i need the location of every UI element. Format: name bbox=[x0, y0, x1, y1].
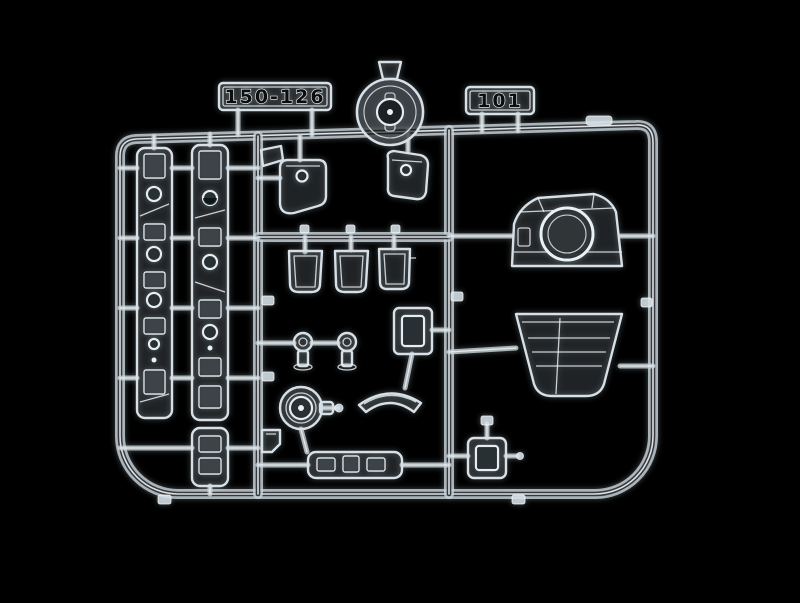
gate-connectors bbox=[120, 110, 653, 494]
small-frame-part bbox=[466, 436, 508, 480]
visor-part bbox=[357, 392, 423, 414]
gate-nubs bbox=[157, 115, 653, 505]
bracket-part-right bbox=[386, 149, 430, 201]
cup-part-2 bbox=[333, 249, 370, 294]
window-strip-1 bbox=[135, 146, 174, 420]
wheel-part bbox=[278, 385, 335, 431]
cup-part-3 bbox=[377, 247, 416, 291]
bottom-strip-part bbox=[306, 450, 404, 480]
mushroom-post-1 bbox=[292, 331, 314, 371]
cup-part-1 bbox=[287, 249, 324, 294]
l-bracket-part bbox=[260, 428, 282, 454]
windshield-part bbox=[514, 312, 624, 398]
hatch-wheel-part bbox=[355, 60, 425, 147]
bracket-part-left bbox=[259, 144, 328, 215]
dome-cupola-part bbox=[510, 192, 624, 268]
mushroom-post-2 bbox=[336, 331, 358, 371]
mold-number-text: 150-126 bbox=[224, 86, 325, 108]
mold-number-plate: 150-126 bbox=[217, 81, 333, 112]
square-frame-part bbox=[392, 306, 434, 356]
window-strip-2 bbox=[190, 143, 230, 422]
window-strip-3 bbox=[190, 426, 230, 488]
sprue-number-text: 101 bbox=[477, 90, 523, 112]
sprue-number-plate: 101 bbox=[464, 85, 536, 116]
